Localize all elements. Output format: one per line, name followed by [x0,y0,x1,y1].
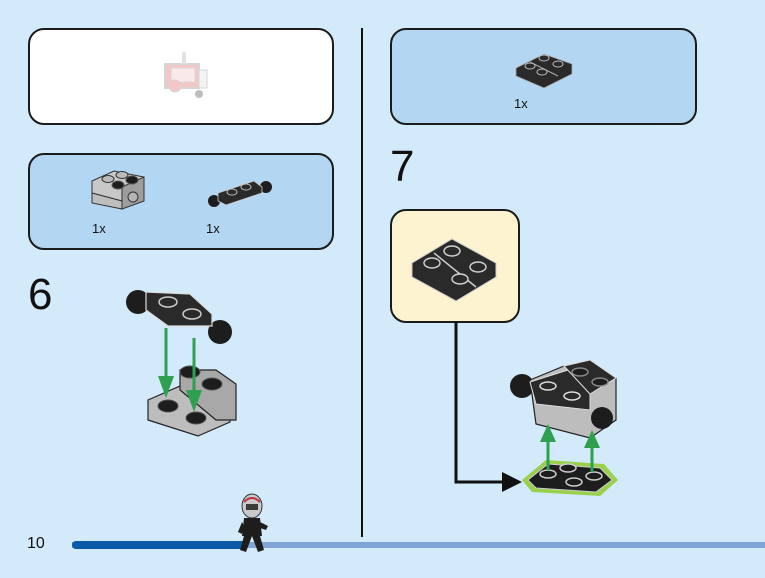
green-down-arrow-icon [186,338,202,412]
previous-assembly-reference-panel [28,28,334,125]
black-plate-with-ball-joints-icon [126,290,232,344]
black-inverted-slope-plate-icon [411,238,497,302]
black-plate-with-ball-joints-icon [208,180,272,207]
black-inverted-slope-plate-icon [515,53,573,89]
parts-list-panel-step-6: 1x 1x [28,153,334,250]
black-inverted-slope-plate-icon [522,460,618,496]
light-gray-brick-with-hole-icon [91,170,145,210]
combined-assembly-icon [510,359,617,439]
step-6-illustration [126,290,237,437]
page-number: 10 [27,535,45,552]
step-number: 7 [390,142,415,191]
part-quantity: 1x [206,221,220,236]
step-7-illustration [454,322,618,496]
green-down-arrow-icon [158,328,174,398]
green-up-arrow-icon [540,424,556,470]
part-quantity: 1x [92,221,106,236]
connector-arrow-icon [454,322,522,492]
step-number: 6 [28,270,53,319]
progress-fill [72,541,245,549]
faded-previous-assembly-icon [164,52,208,98]
parts-list-panel-step-7: 1x [390,28,697,125]
sub-assembly-panel [390,209,520,323]
column-divider [361,28,363,537]
part-quantity: 1x [514,96,528,111]
helmeted-minifigure-walking-icon [238,493,268,552]
progress-track [72,542,765,548]
green-up-arrow-icon [584,430,600,472]
